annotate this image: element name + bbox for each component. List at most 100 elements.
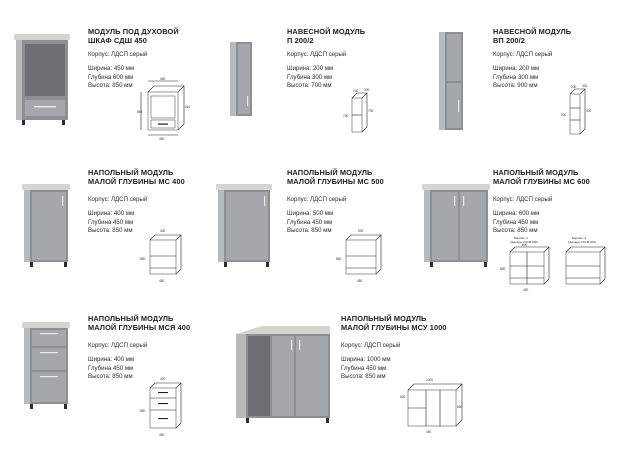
module-title: НАПОЛЬНЫЙ МОДУЛЬ МАЛОЙ ГЛУБИНЫ МС 500 — [287, 168, 384, 186]
dim-height: 700 — [343, 114, 349, 118]
dim-width: 400 — [160, 377, 166, 381]
dim-width: 1000 — [426, 378, 433, 382]
variant-2-label: Вариант 2 — [572, 236, 587, 240]
product-image-sdsh450 — [14, 34, 70, 125]
spec-width: Ширина: 200 мм — [287, 65, 334, 73]
product-image-msya400 — [22, 322, 70, 409]
dim-height: 850 — [137, 110, 143, 114]
spec-depth: Глубина 300 мм — [287, 73, 333, 81]
product-image-msu1000 — [236, 326, 330, 423]
module-title: МОДУЛЬ ПОД ДУХОВОЙ ШКАФ СДШ 450 — [88, 27, 179, 45]
module-title: НАВЕСНОЙ МОДУЛЬ ВП 200/2 — [493, 27, 571, 45]
schematic-sdsh450: 450 850 610 450 — [137, 77, 191, 141]
schematic-ms400: 400 850 450 — [140, 229, 182, 283]
spec-height: Высота: 850 мм — [287, 227, 332, 235]
spec-height: Высота: 900 мм — [493, 82, 538, 90]
module-specs: Корпус: ЛДСП серый Ширина: 200 мм Глубин… — [287, 51, 346, 91]
spec-depth: Глубина 450 мм — [287, 218, 333, 226]
dim-height: 850 — [140, 409, 146, 413]
title-line: ШКАФ СДШ 450 — [88, 36, 147, 45]
title-line: МАЛОЙ ГЛУБИНЫ МС 600 — [493, 177, 590, 186]
product-image-ms600 — [422, 184, 490, 267]
product-image-ms500 — [216, 184, 272, 267]
module-title: НАПОЛЬНЫЙ МОДУЛЬ МАЛОЙ ГЛУБИНЫ МС 600 — [493, 168, 590, 186]
spec-corpus: Корпус: ЛДСП серый — [493, 51, 553, 58]
title-line: НАВЕСНОЙ МОДУЛЬ — [287, 27, 366, 36]
spec-width: Ширина: 400 мм — [88, 210, 135, 218]
spec-corpus: Корпус: ЛДСП серый — [493, 196, 553, 203]
dim-depth: 450 — [523, 288, 529, 292]
dim-height: 850 — [500, 267, 506, 271]
module-specs: Корпус: ЛДСП серый Ширина: 500 мм Глубин… — [287, 196, 346, 236]
dim-width: 600 — [522, 243, 528, 247]
title-line: НАПОЛЬНЫЙ МОДУЛЬ — [341, 314, 427, 323]
spec-height: Высота: 850 мм — [88, 373, 133, 381]
dim-height-right: 900 — [586, 109, 592, 113]
spec-depth: Глубина 450 мм — [88, 364, 134, 372]
title-line: МАЛОЙ ГЛУБИНЫ МСУ 1000 — [341, 323, 447, 332]
variant-1-sub: (фасады 2ХСМ 600) — [510, 240, 538, 244]
schematic-p200: 200 300 700 700 — [343, 88, 374, 133]
spec-corpus: Корпус: ЛДСП серый — [88, 51, 148, 58]
spec-depth: Глубина 450 мм — [341, 364, 387, 372]
dim-depth: 450 — [159, 279, 165, 283]
spec-depth: Глубина 450 мм — [88, 218, 134, 226]
product-image-ms400 — [22, 184, 70, 267]
schematic-ms500: 500 850 450 — [336, 229, 382, 283]
spec-width: Ширина: 400 мм — [88, 356, 135, 364]
schematic-msu1000: 1000 850 450 600 — [400, 378, 463, 434]
title-line: МАЛОЙ ГЛУБИНЫ МС 400 — [88, 177, 185, 186]
spec-height: Высота: 850 мм — [341, 373, 386, 381]
spec-height: Высота: 850 мм — [493, 227, 538, 235]
dim-depth: 300 — [364, 88, 370, 92]
schematic-ms600: Вариант 1 (фасады 2ХСМ 600) 600 850 450 … — [500, 236, 606, 292]
dim-bottom: 450 — [159, 137, 165, 141]
title-line: НАПОЛЬНЫЙ МОДУЛЬ — [287, 168, 373, 177]
spec-corpus: Корпус: ЛДСП серый — [88, 196, 148, 203]
spec-height: Высота: 700 мм — [287, 82, 332, 90]
dim-depth: 450 — [357, 279, 363, 283]
title-line: ВП 200/2 — [493, 36, 525, 45]
dim-inner: 600 — [400, 395, 406, 399]
dim-height-right: 700 — [368, 109, 374, 113]
module-title: НАПОЛЬНЫЙ МОДУЛЬ МАЛОЙ ГЛУБИНЫ МСЯ 400 — [88, 314, 190, 332]
dim-depth: 450 — [159, 433, 165, 437]
variant-2-sub: (фасады 2ХСМ 301) — [568, 240, 596, 244]
title-line: П 200/2 — [287, 36, 314, 45]
dim-height: 900 — [561, 113, 567, 117]
dim-width: 400 — [160, 229, 166, 233]
spec-height: Высота: 850 мм — [88, 82, 133, 90]
schematic-msya400: 400 850 450 — [140, 377, 182, 437]
module-specs: Корпус: ЛДСП серый Ширина: 600 мм Глубин… — [493, 196, 552, 236]
title-line: НАПОЛЬНЫЙ МОДУЛЬ — [88, 168, 174, 177]
module-title: НАПОЛЬНЫЙ МОДУЛЬ МАЛОЙ ГЛУБИНЫ МСУ 1000 — [341, 314, 447, 332]
spec-depth: Глубина 450 мм — [493, 218, 539, 226]
spec-corpus: Корпус: ЛДСП серый — [341, 342, 401, 349]
module-specs: Корпус: ЛДСП серый Ширина: 400 мм Глубин… — [88, 342, 147, 382]
variant-1-label: Вариант 1 — [514, 236, 529, 240]
title-line: МОДУЛЬ ПОД ДУХОВОЙ — [88, 27, 179, 36]
dim-height: 850 — [336, 257, 342, 261]
title-line: МАЛОЙ ГЛУБИНЫ МСЯ 400 — [88, 323, 191, 332]
product-image-p200 — [230, 42, 252, 116]
spec-width: Ширина: 200 мм — [493, 65, 540, 73]
spec-corpus: Корпус: ЛДСП серый — [287, 51, 347, 58]
spec-width: Ширина: 450 мм — [88, 65, 135, 73]
title-line: НАПОЛЬНЫЙ МОДУЛЬ — [493, 168, 579, 177]
dim-height: 850 — [457, 405, 463, 409]
module-specs: Корпус: ЛДСП серый Ширина: 400 мм Глубин… — [88, 196, 147, 236]
dim-width: 450 — [160, 77, 166, 81]
spec-width: Ширина: 600 мм — [493, 210, 540, 218]
module-specs: Корпус: ЛДСП серый Ширина: 450 мм Глубин… — [88, 51, 147, 91]
module-title: НАПОЛЬНЫЙ МОДУЛЬ МАЛОЙ ГЛУБИНЫ МС 400 — [88, 168, 185, 186]
dim-width: 200 — [571, 85, 577, 89]
spec-depth: Глубина 600 мм — [88, 73, 134, 81]
schematic-vp200: 200 300 900 900 — [561, 84, 592, 135]
title-line: НАПОЛЬНЫЙ МОДУЛЬ — [88, 314, 174, 323]
product-image-vp200 — [439, 32, 463, 130]
spec-corpus: Корпус: ЛДСП серый — [88, 342, 148, 349]
spec-width: Ширина: 500 мм — [287, 210, 334, 218]
dim-height: 850 — [140, 257, 146, 261]
dim-depth: 450 — [426, 430, 432, 434]
dim-width: 500 — [358, 229, 364, 233]
